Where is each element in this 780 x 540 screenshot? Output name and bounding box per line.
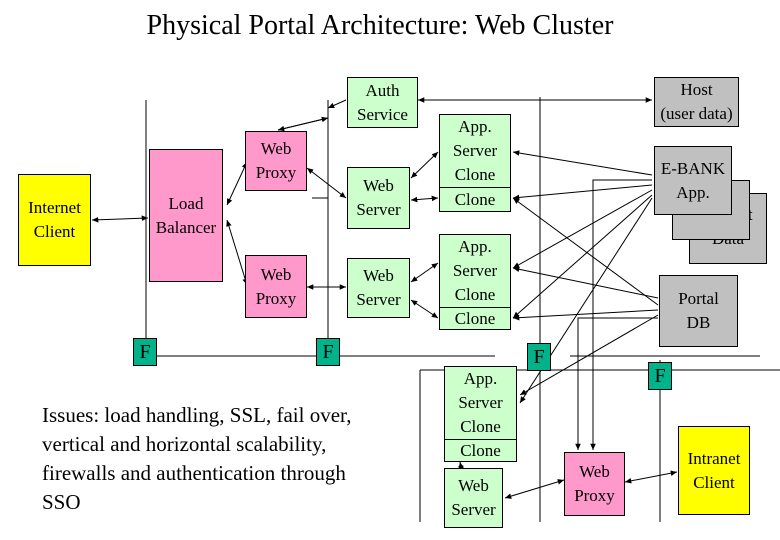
link-ws1-clone1 (410, 195, 439, 203)
link-ws1-app1 (410, 151, 439, 179)
link-db-clone1 (512, 197, 659, 306)
link-ebank-clone2 (512, 194, 653, 319)
link-client-lb (91, 215, 149, 223)
app-server-3-label: App. Server Clone (458, 369, 503, 436)
web-server-3-node[interactable]: Web Server (444, 468, 503, 528)
firewall-3: F (527, 343, 551, 371)
ebank-app-node[interactable]: E-BANK App. (654, 146, 732, 215)
app-server-2-clone: Clone (440, 307, 510, 329)
auth-service-node[interactable]: Auth Service (347, 77, 418, 128)
internet-client-node[interactable]: Internet Client (18, 174, 91, 266)
web-server-1-node[interactable]: Web Server (347, 167, 410, 229)
app-server-1-node[interactable]: App. Server Clone Clone (439, 114, 511, 212)
link-proxy3-intranet (624, 470, 678, 484)
app-server-1-label: App. Server Clone (452, 117, 498, 184)
app-server-2-label: App. Server Clone (452, 237, 498, 304)
intranet-client-node[interactable]: Intranet Client (678, 426, 750, 515)
link-auth-left (327, 99, 347, 109)
link-lb-proxy1 (226, 161, 248, 206)
link-ws3-proxy3 (504, 479, 565, 499)
web-proxy-bottom-node[interactable]: Web Proxy (245, 255, 307, 318)
link-ebank-app1 (512, 150, 653, 176)
link-ws2-clone2 (410, 299, 439, 319)
web-proxy-top-node[interactable]: Web Proxy (245, 131, 307, 191)
portal-db-node[interactable]: Portal DB (659, 275, 738, 347)
link-db-proxy3 (575, 317, 658, 450)
app-server-3-node[interactable]: App. Server Clone Clone (444, 366, 517, 462)
web-proxy-intranet-node[interactable]: Web Proxy (564, 452, 625, 516)
link-ebank-app2 (512, 189, 653, 269)
page-title: Physical Portal Architecture: Web Cluste… (146, 10, 614, 41)
app-server-2-node[interactable]: App. Server Clone Clone (439, 234, 511, 330)
link-db-app2 (512, 266, 659, 299)
issues-text: Issues: load handling, SSL, fail over, v… (42, 403, 352, 514)
firewall-2: F (316, 338, 340, 366)
link-ebank-clone1 (512, 184, 653, 201)
link-db-app3 (519, 314, 659, 396)
firewall-4: F (648, 362, 672, 390)
link-proxy1-ws1 (306, 167, 347, 199)
load-balancer-node[interactable]: Load Balancer (149, 149, 223, 282)
app-server-1-clone: Clone (440, 187, 510, 211)
link-proxy1-ws-line (277, 116, 329, 131)
link-lb-proxy2 (226, 219, 248, 286)
link-ws2-app2 (410, 262, 439, 283)
link-ebank-proxy3 (590, 179, 652, 450)
link-db-clone2 (512, 309, 659, 321)
host-node[interactable]: Host (user data) (654, 77, 739, 127)
web-server-2-node[interactable]: Web Server (347, 258, 410, 318)
app-server-3-clone: Clone (445, 439, 516, 461)
firewall-1: F (133, 338, 157, 366)
